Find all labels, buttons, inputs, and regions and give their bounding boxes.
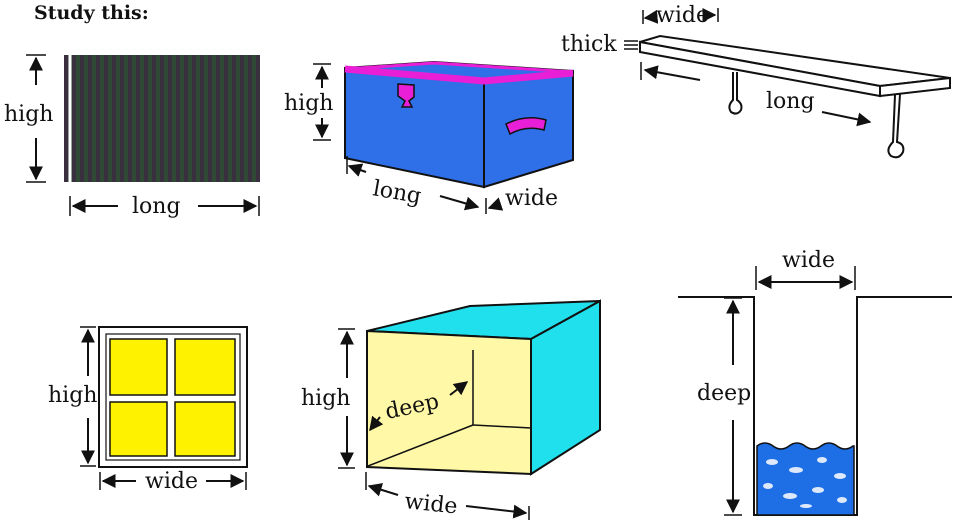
- well-width-label: wide: [782, 248, 835, 273]
- well-figure: wide deep: [678, 248, 952, 515]
- shelf-length-arrow-right: [822, 112, 870, 122]
- shelf-bracket-left: [729, 72, 741, 114]
- shelf-bracket-right: [888, 94, 903, 157]
- open-box-figure: high deep wide: [301, 301, 600, 520]
- rug-length-label: long: [132, 194, 181, 219]
- box-height-label: high: [301, 386, 350, 411]
- box-width-label: wide: [403, 489, 458, 519]
- page-title: Study this:: [34, 2, 149, 24]
- shelf-length-label: long: [766, 89, 815, 114]
- window-pane: [110, 339, 167, 395]
- chest-length-label: long: [371, 176, 423, 209]
- window-pane: [175, 339, 235, 395]
- chest-figure: high long wide: [284, 62, 573, 214]
- box-width-arrow-right: [466, 506, 526, 513]
- rug-figure: high long: [4, 55, 260, 219]
- box-width-arrow-left: [369, 486, 398, 495]
- window-height-label: high: [48, 383, 97, 408]
- window-figure: high wide: [48, 327, 247, 494]
- rug-height-label: high: [4, 102, 53, 127]
- window-width-label: wide: [145, 469, 198, 494]
- striped-rug: [64, 55, 260, 182]
- window-pane: [175, 402, 235, 456]
- shelf-figure: thick wide long: [561, 3, 950, 157]
- shelf-width-arrow-left: [645, 17, 656, 18]
- shelf-width-label: wide: [656, 3, 709, 28]
- chest-length-arrow-left: [349, 166, 366, 172]
- chest-width-label: wide: [505, 186, 558, 211]
- shelf-length-arrow-left: [645, 70, 700, 80]
- chest-height-label: high: [284, 91, 333, 116]
- well-depth-label: deep: [697, 381, 751, 406]
- window-pane: [110, 402, 167, 456]
- shelf-thickness-label: thick: [561, 32, 617, 57]
- chest-width-arrow-left: [489, 205, 498, 208]
- chest-length-arrow-right: [440, 196, 478, 207]
